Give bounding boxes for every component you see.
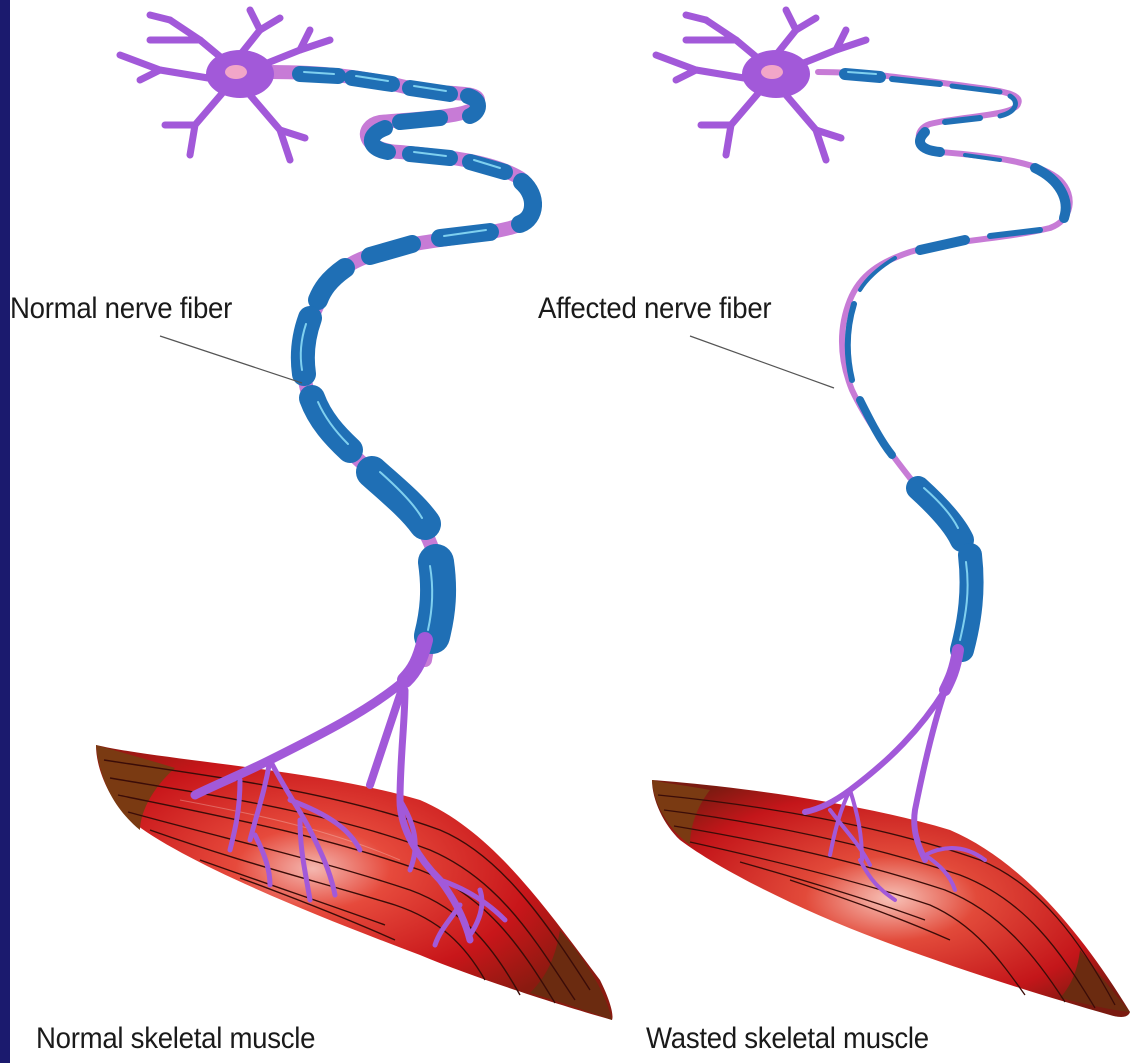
normal-fiber-leader-line: [160, 336, 302, 383]
normal-neuron-cell-body: [120, 10, 330, 160]
normal-neuron-group: [96, 10, 613, 1020]
affected-fiber-leader-line: [690, 336, 834, 388]
slide-frame-strip: [0, 0, 10, 1063]
wasted-skeletal-muscle-label: Wasted skeletal muscle: [646, 1022, 929, 1056]
normal-skeletal-muscle: [96, 745, 613, 1020]
normal-nucleus: [225, 65, 247, 79]
normal-nerve-fiber-label: Normal nerve fiber: [10, 292, 232, 326]
normal-skeletal-muscle-label: Normal skeletal muscle: [36, 1022, 315, 1056]
affected-neuron-cell-body: [656, 10, 866, 160]
affected-nerve-fiber: [818, 72, 1070, 655]
affected-nerve-fiber-label: Affected nerve fiber: [538, 292, 771, 326]
affected-neuron-group: [652, 10, 1130, 1017]
normal-nerve-fiber: [270, 72, 534, 660]
affected-nucleus: [761, 65, 783, 79]
